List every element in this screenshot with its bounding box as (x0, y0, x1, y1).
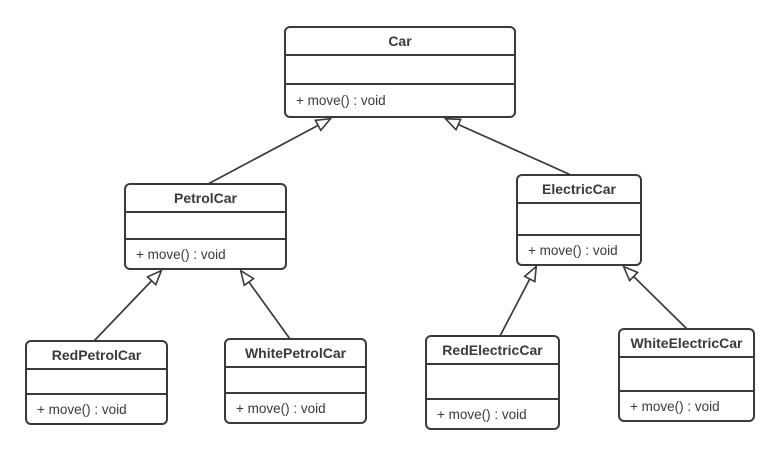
inheritance-arrow-redpetrolcar-to-petrolcar[interactable] (93, 269, 163, 342)
class-attributes (620, 358, 753, 392)
class-name: WhitePetrolCar (226, 340, 365, 368)
class-attributes (226, 368, 365, 394)
class-method: + move() : void (437, 406, 527, 422)
class-name: WhiteElectricCar (620, 330, 753, 358)
inheritance-arrow-petrolcar-to-car[interactable] (207, 117, 333, 185)
class-method: + move() : void (136, 246, 226, 262)
class-attributes (518, 204, 640, 236)
class-whiteelectriccar[interactable]: WhiteElectricCar + move() : void (618, 328, 755, 422)
inheritance-arrow-whitepetrolcar-to-petrolcar[interactable] (239, 268, 291, 340)
inheritance-arrow-redelectriccar-to-electriccar[interactable] (499, 264, 538, 337)
class-attributes (27, 370, 166, 395)
class-method: + move() : void (236, 400, 326, 416)
class-whitepetrolcar[interactable]: WhitePetrolCar + move() : void (224, 338, 367, 424)
class-attributes (427, 365, 558, 400)
class-name: ElectricCar (518, 176, 640, 204)
class-name: Car (286, 28, 514, 56)
class-attributes (126, 213, 285, 240)
class-method: + move() : void (296, 93, 386, 108)
class-method: + move() : void (528, 242, 618, 258)
class-name: PetrolCar (126, 185, 285, 213)
class-method: + move() : void (630, 398, 720, 414)
class-redpetrolcar[interactable]: RedPetrolCar + move() : void (25, 340, 168, 425)
class-name: RedPetrolCar (27, 342, 166, 370)
class-redelectriccar[interactable]: RedElectricCar + move() : void (425, 335, 560, 430)
inheritance-arrow-electriccar-to-car[interactable] (443, 117, 572, 176)
class-car[interactable]: Car + move() : void (284, 26, 516, 118)
class-attributes (286, 56, 514, 85)
class-name: RedElectricCar (427, 337, 558, 365)
inheritance-arrow-whiteelectriccar-to-electriccar[interactable] (622, 265, 688, 330)
class-method: + move() : void (37, 401, 127, 417)
class-electriccar[interactable]: ElectricCar + move() : void (516, 174, 642, 266)
class-petrolcar[interactable]: PetrolCar + move() : void (124, 183, 287, 270)
